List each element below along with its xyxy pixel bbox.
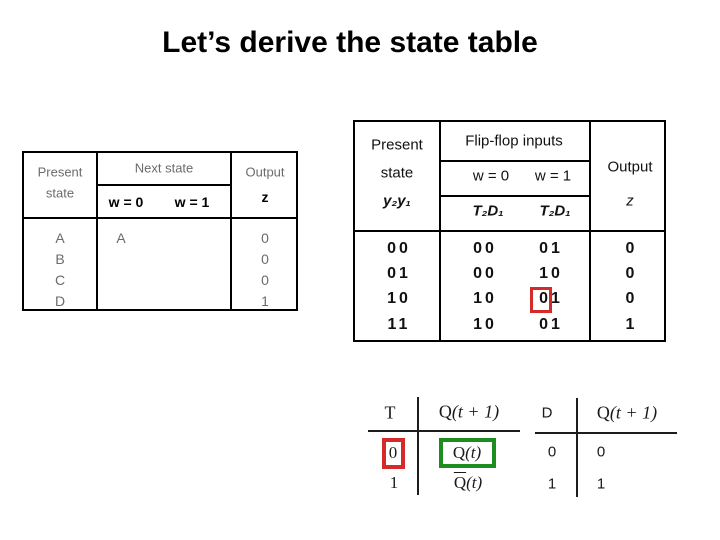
next-state-cell: 1 [596,475,606,493]
t-flipflop-table: T Q(t + 1) 0 Q(t) 1 Q(t) [368,397,520,497]
next-state-header: Next state [134,160,194,176]
t-input-header: T [384,402,396,423]
divider-line [96,184,232,186]
state-cell: 11 [387,316,411,333]
output-header: Output [245,164,285,180]
red-highlight-box [382,438,405,469]
state-cell: 10 [387,290,411,307]
w0-inputs-cell: 10 [473,290,497,307]
d-input-header: D [541,404,553,422]
output-z-cell: 0 [261,230,269,246]
next-state-cell: Q(t) [452,443,482,462]
output-z-cell: 0 [625,240,635,257]
w0-inputs-cell: 00 [473,265,497,282]
flipflop-inputs-header: Flip-flop inputs [465,132,563,150]
header-divider-line [535,432,677,434]
output-z-cell: 0 [261,272,269,288]
present-state-header: Present [37,164,83,180]
red-highlight-box [530,287,552,313]
w1-column-header: w = 1 [174,194,210,210]
t-input-cell: 1 [389,473,399,492]
w0-column-header: w = 0 [472,167,510,185]
w0-inputs-cell: 10 [473,316,497,333]
t-input-cell: 0 [388,443,398,462]
t2d1-variables-label: T₂D₁ [472,202,504,220]
divider-line [439,195,591,197]
w1-inputs-cell: 01 [539,240,563,257]
present-state-header: state [45,185,75,201]
w0-inputs-cell: 00 [473,240,497,257]
divider-line [230,153,232,309]
present-state-cell: C [54,272,66,288]
w1-column-header: w = 1 [534,167,572,185]
state-cell: 01 [387,265,411,282]
state-cell: 00 [387,240,411,257]
next-state-w0-cell: A [116,230,126,246]
w0-column-header: w = 0 [108,194,144,210]
slide-title: Let’s derive the state table [162,26,538,59]
divider-line [417,397,419,495]
output-header: Output [607,158,653,176]
output-z-cell: 1 [625,316,635,333]
w1-inputs-cell: 10 [539,265,563,282]
divider-line [96,153,98,309]
divider-line [439,160,591,162]
next-state-header: Q(t + 1) [438,401,500,422]
output-z-cell: 0 [625,265,635,282]
output-z-cell: 0 [261,251,269,267]
state-variables-label: y₂y₁ [383,192,411,210]
next-state-header: Q(t + 1) [596,402,658,423]
green-highlight-box [439,438,496,468]
present-state-cell: B [55,251,65,267]
next-state-cell: 0 [596,443,606,461]
header-divider-line [368,430,520,432]
output-z-header: z [261,189,269,205]
state-table: Present state Next state w = 0 w = 1 Out… [22,151,298,311]
next-state-cell: Q(t) [453,473,483,492]
present-state-header: Present [371,136,423,154]
output-z-header: z [626,192,634,210]
excitation-table: Present state y₂y₁ Flip-flop inputs w = … [353,120,666,342]
d-input-cell: 1 [547,475,557,493]
d-flipflop-table: D Q(t + 1) 0 0 1 1 [535,398,677,498]
output-z-cell: 1 [261,293,269,309]
d-input-cell: 0 [547,443,557,461]
header-divider-line [355,230,664,232]
present-state-cell: D [54,293,66,309]
present-state-cell: A [55,230,65,246]
divider-line [576,398,578,497]
w1-inputs-cell: 01 [539,316,563,333]
header-divider-line [24,217,296,219]
present-state-header: state [380,164,414,182]
output-z-cell: 0 [625,290,635,307]
t2d1-variables-label: T₂D₁ [539,202,571,220]
